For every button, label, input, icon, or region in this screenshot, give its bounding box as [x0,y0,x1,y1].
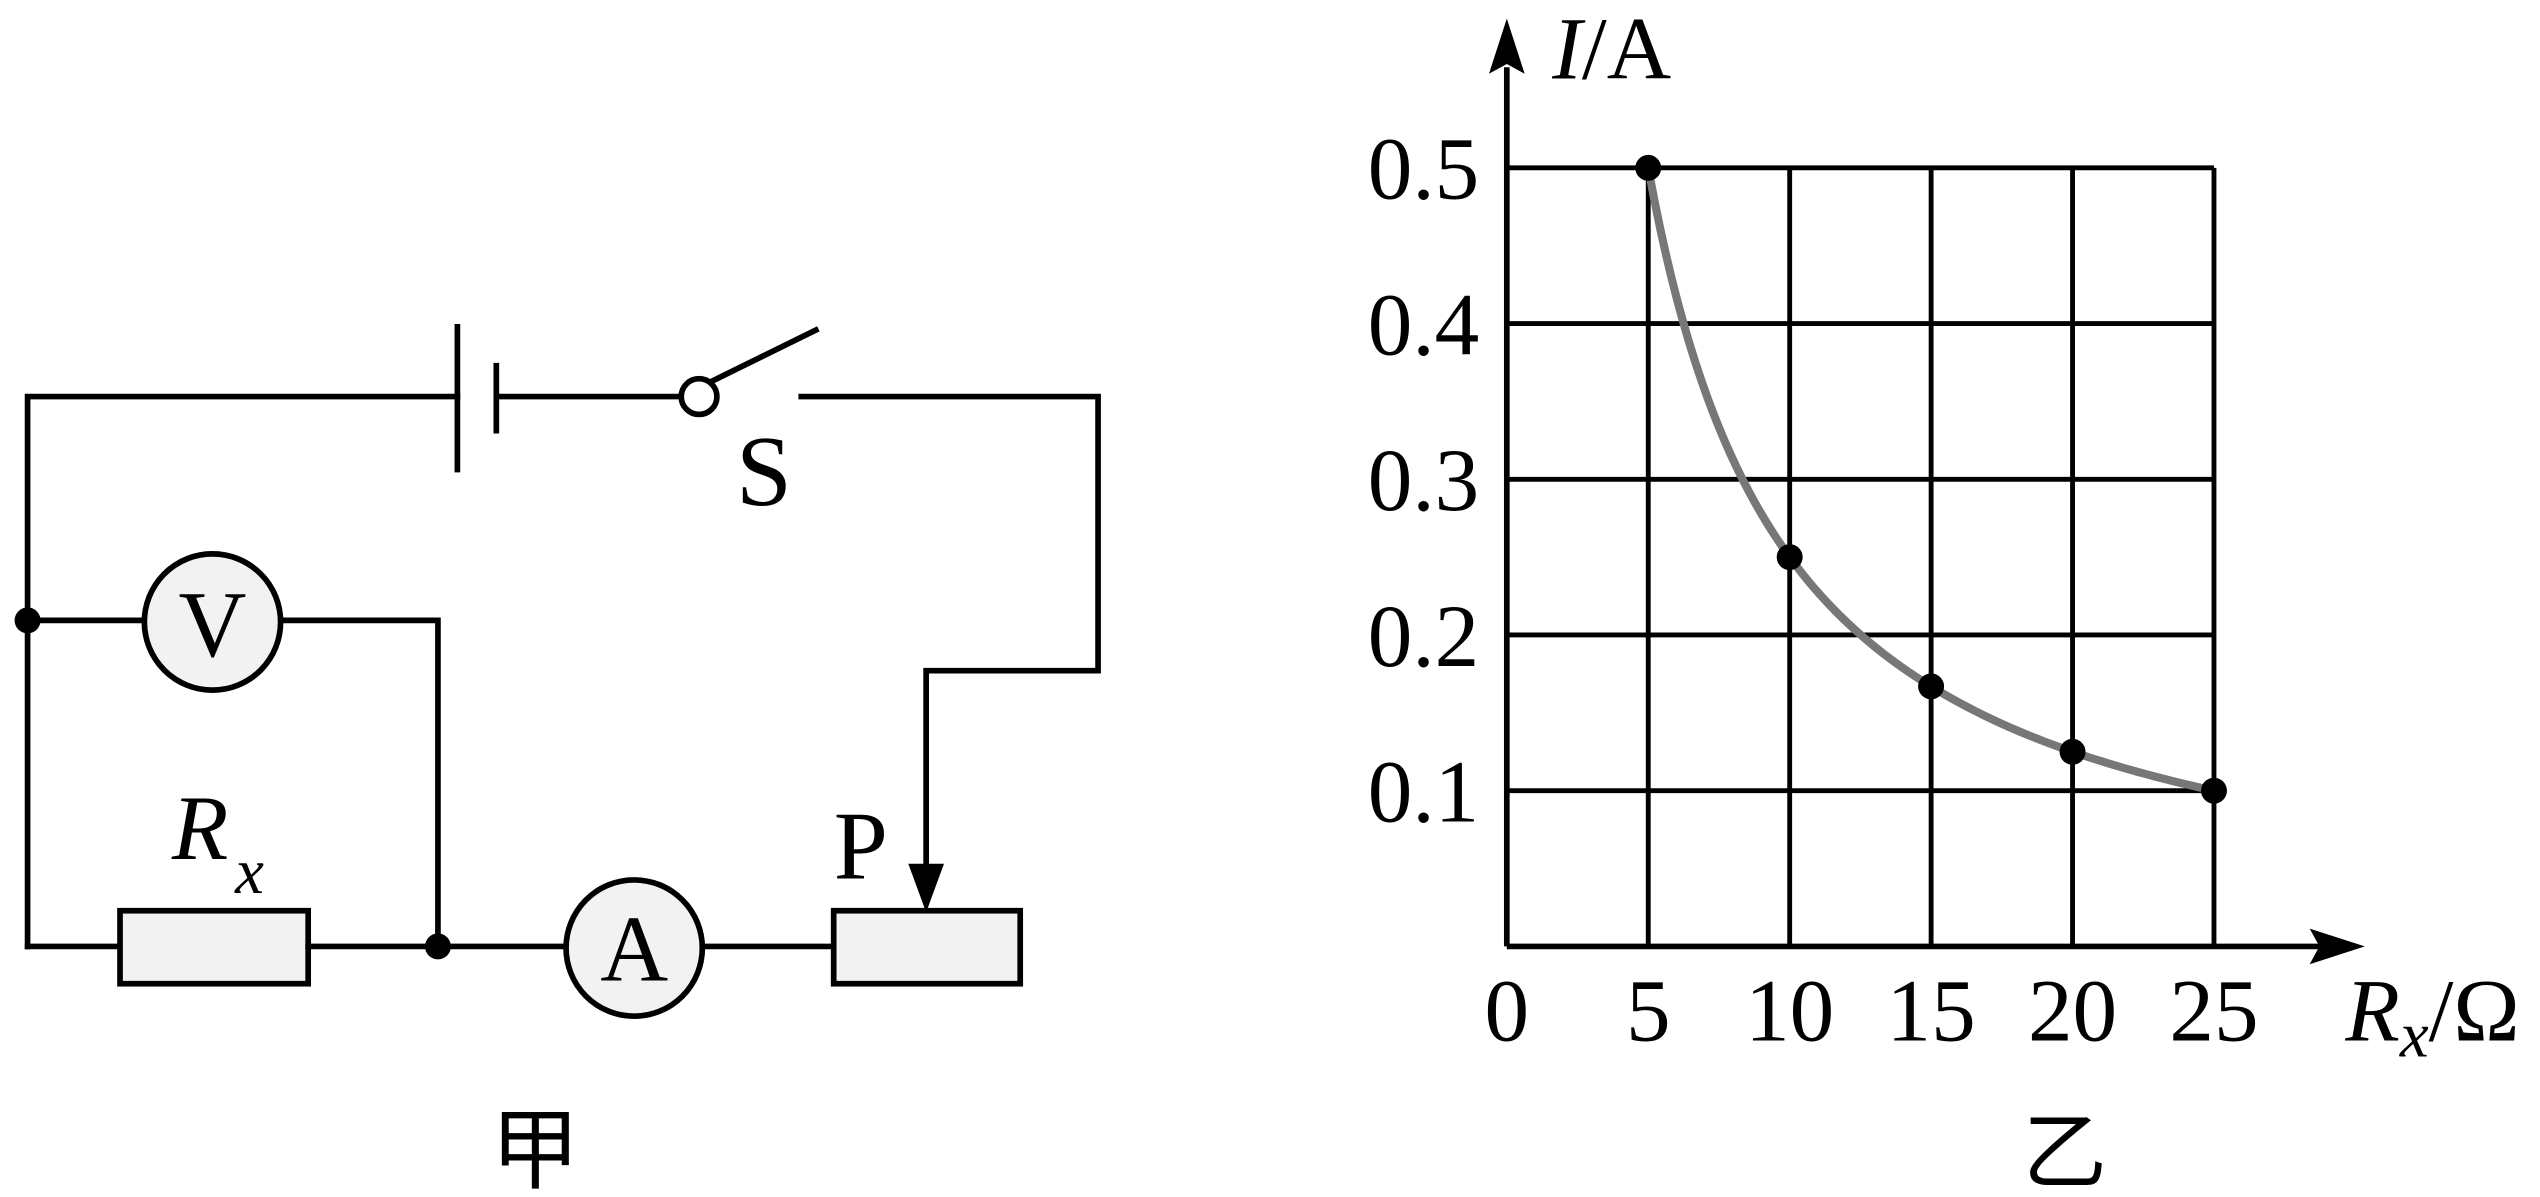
data-point [2059,738,2086,765]
switch-label: S [736,415,792,527]
caption-yi: 乙 [2023,1104,2107,1197]
x-tick-label: 25 [2169,962,2258,1060]
y-tick-label: 0.1 [1368,744,1479,842]
data-point [1776,544,1803,571]
switch-blade [706,326,820,386]
data-point [1635,154,1662,181]
data-point [2201,777,2227,804]
y-axis-label-unit: /A [1582,1,1671,99]
resistor-rx [117,907,312,987]
switch [678,326,820,418]
x-tick-label: 5 [1626,962,1671,1060]
wire-voltmeter-return [277,617,441,950]
y-axis-label-symbol: I [1551,1,1586,99]
x-axis-label-subscript: x [2399,1000,2429,1072]
y-axis-arrowhead [1488,18,1525,74]
x-tick-label: 20 [2028,962,2117,1060]
voltmeter-circle [141,551,284,693]
junction-dot [424,933,451,960]
y-tick-label: 0.5 [1368,121,1479,219]
resistor-label-subscript: x [234,836,264,908]
grid [1506,165,2217,947]
slider-arrowhead [908,863,944,913]
y-tick-label: 0.4 [1368,276,1479,374]
voltmeter-label: V [179,573,247,677]
voltmeter: V [141,551,284,693]
battery [454,323,500,473]
wire-switch-to-slider [798,393,1101,875]
junction-dot [14,607,41,634]
y-tick-label: 0.2 [1368,588,1479,686]
x-tick-label: 15 [1887,962,1976,1060]
x-tick-label: 0 [1485,962,1530,1060]
circuit-diagram: S P V R x A 甲 [14,323,1101,1197]
x-axis-label-symbol: R [2344,962,2399,1060]
y-axis-label: I/A [1551,1,1671,99]
data-points [1635,154,2227,804]
slider-label: P [834,792,888,900]
switch-pivot [678,375,720,418]
ammeter: A [563,877,706,1019]
x-axis-arrowhead [2309,928,2365,965]
rheostat [830,907,1024,987]
x-tick-label: 10 [1745,962,1834,1060]
x-axis-label: Rx/Ω [2344,962,2519,1071]
y-tick-label: 0.3 [1368,432,1479,530]
wire-left-and-top [24,393,461,950]
ammeter-label: A [600,897,668,1001]
caption-jia: 甲 [491,1100,580,1197]
resistor-label-symbol: R [171,777,228,879]
data-point [1918,673,1945,700]
x-axis-label-unit: /Ω [2429,962,2520,1060]
